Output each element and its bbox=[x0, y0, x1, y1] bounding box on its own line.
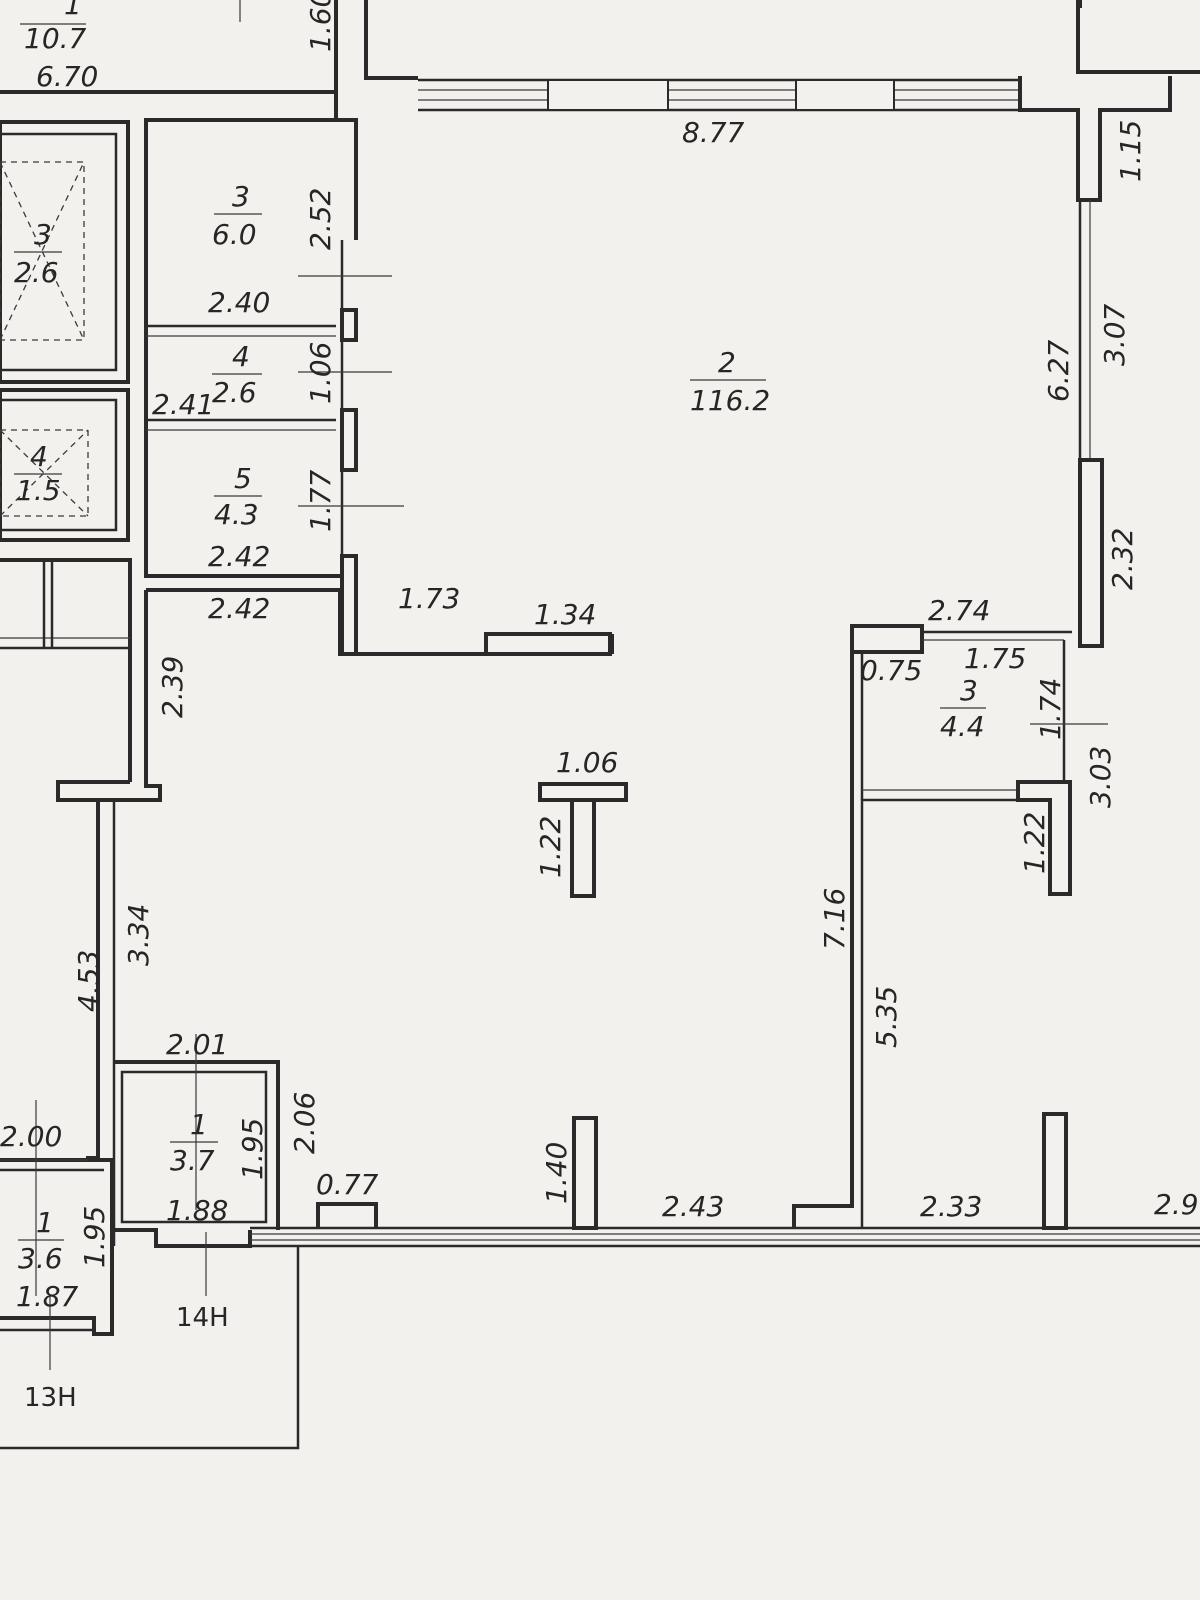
pier-1-40 bbox=[572, 1116, 598, 1230]
dimension-label: 1.73 bbox=[398, 582, 460, 615]
room-number: 5 bbox=[234, 462, 252, 495]
wall-left-block bbox=[0, 558, 132, 782]
dimension-label: 2.06 bbox=[288, 1092, 321, 1154]
unit-label-13n: 13Н bbox=[24, 1383, 77, 1413]
dimension-label: 2.33 bbox=[920, 1190, 982, 1223]
dimension-label: 6.27 bbox=[1042, 339, 1075, 402]
room-area: 2.6 bbox=[212, 376, 257, 409]
dimension-label: 2.9 bbox=[1154, 1188, 1199, 1221]
room-number: 3 bbox=[232, 180, 250, 213]
dimension-label: 3.03 bbox=[1084, 746, 1117, 808]
dimension-label: 5.35 bbox=[870, 986, 903, 1048]
top-facade bbox=[418, 78, 1020, 112]
shaft-markings bbox=[0, 161, 89, 517]
room-area: 3.7 bbox=[170, 1144, 215, 1177]
room-area: 1.5 bbox=[16, 474, 61, 507]
dimension-label: 1.15 bbox=[1114, 120, 1147, 182]
shaft-1 bbox=[0, 120, 130, 384]
wall-pier-c bbox=[340, 554, 358, 656]
room-number: 1 bbox=[36, 1206, 54, 1239]
dimension-label: 1.77 bbox=[304, 469, 337, 532]
room-number: 1 bbox=[190, 1108, 208, 1141]
room-area: 2.6 bbox=[14, 256, 59, 289]
dimension-label: 2.41 bbox=[152, 388, 214, 421]
dimension-label: 0.75 bbox=[860, 654, 922, 687]
wall-room-13n bbox=[0, 1158, 114, 1336]
dimension-label: 2.39 bbox=[156, 656, 189, 718]
unit-label-14n: 14Н bbox=[176, 1303, 229, 1333]
room-area: 10.7 bbox=[24, 22, 87, 55]
window-pier-2 bbox=[795, 79, 895, 111]
room-area: 3.6 bbox=[18, 1242, 63, 1275]
room-labels: 10.7 1 3 2.6 3 6.0 4 2.6 4 1.5 5 4.3 2 1… bbox=[14, 0, 986, 1275]
column-t-stem bbox=[570, 798, 596, 898]
room-number: 4 bbox=[30, 440, 48, 473]
dimension-labels: 6.70 8.77 2.40 2.41 2.42 2.42 1.73 1.34 … bbox=[0, 0, 1199, 1313]
dimension-label: 4.53 bbox=[72, 950, 105, 1012]
column-t-top bbox=[538, 782, 628, 802]
dimension-label: 1.74 bbox=[1034, 678, 1067, 740]
dimension-label: 6.70 bbox=[36, 60, 98, 93]
dimension-label: 2.40 bbox=[208, 286, 270, 319]
dimension-label: 0.77 bbox=[316, 1168, 379, 1201]
wall-corner-top-right bbox=[1018, 76, 1172, 202]
dimension-label: 1.06 bbox=[304, 342, 337, 404]
walls bbox=[0, 0, 1200, 1450]
dimension-label: 1.60 bbox=[304, 0, 337, 52]
dimension-label: 1.95 bbox=[236, 1118, 269, 1180]
wall-pier-b bbox=[340, 408, 358, 472]
room-number: 3 bbox=[34, 218, 52, 251]
dimension-label: 3.34 bbox=[122, 904, 155, 966]
dimension-label: 1.75 bbox=[964, 642, 1026, 675]
room-area: 116.2 bbox=[690, 384, 770, 417]
room-area: 4.3 bbox=[214, 498, 259, 531]
dimension-label: 3.07 bbox=[1098, 303, 1131, 366]
pier-right bbox=[1042, 1112, 1068, 1230]
reference-lines bbox=[0, 0, 1108, 1370]
pier-0-77 bbox=[316, 1202, 378, 1228]
wall-small-rooms bbox=[144, 118, 342, 578]
room-number: 3 bbox=[960, 674, 978, 707]
dimension-label: 2.52 bbox=[304, 188, 337, 250]
dimension-label: 1.22 bbox=[1018, 812, 1051, 874]
dimension-label: 2.74 bbox=[928, 594, 990, 627]
wall-corridor-outer-left bbox=[56, 780, 130, 802]
wall-main-left-upper bbox=[334, 92, 358, 240]
wall-right-pier bbox=[1078, 458, 1104, 648]
room-number: 4 bbox=[232, 340, 250, 373]
room-number: 2 bbox=[718, 346, 736, 379]
shaft-2 bbox=[0, 388, 130, 542]
wall-room-14n bbox=[114, 1060, 280, 1230]
dimension-label: 2.00 bbox=[0, 1120, 62, 1153]
wall-top-corridor bbox=[364, 0, 418, 80]
dimension-label: 2.42 bbox=[208, 592, 270, 625]
dimension-label: 1.40 bbox=[540, 1142, 573, 1204]
room-area: 6.0 bbox=[212, 218, 257, 251]
dimension-label: 2.43 bbox=[662, 1190, 724, 1223]
wall-pier-a bbox=[340, 308, 358, 342]
wall-block-0-75 bbox=[850, 624, 924, 654]
dimension-label: 7.16 bbox=[818, 888, 851, 950]
dimension-label: 1.22 bbox=[534, 816, 567, 878]
balcony-outline bbox=[0, 1246, 300, 1450]
wall-top-right-segment bbox=[1076, 0, 1200, 74]
dimension-label: 1.88 bbox=[166, 1194, 228, 1227]
dimension-label: 1.87 bbox=[16, 1280, 79, 1313]
dimension-label: 1.34 bbox=[534, 598, 596, 631]
dimension-label: 2.32 bbox=[1106, 528, 1139, 590]
dimension-label: 1.06 bbox=[556, 746, 618, 779]
dimension-label: 1.95 bbox=[78, 1206, 111, 1268]
wall-stub-1-34 bbox=[484, 632, 612, 656]
room-number: 1 bbox=[64, 0, 82, 21]
dimension-label: 2.01 bbox=[166, 1028, 228, 1061]
dimension-label: 8.77 bbox=[682, 116, 745, 149]
window-pier-1 bbox=[547, 79, 669, 111]
wall-14n-bottom bbox=[114, 1228, 252, 1248]
unit-labels: 14Н 13Н bbox=[24, 1303, 229, 1413]
wall-block-1-22 bbox=[1016, 780, 1072, 896]
dimension-label: 2.42 bbox=[208, 540, 270, 573]
room-area: 4.4 bbox=[940, 710, 985, 743]
